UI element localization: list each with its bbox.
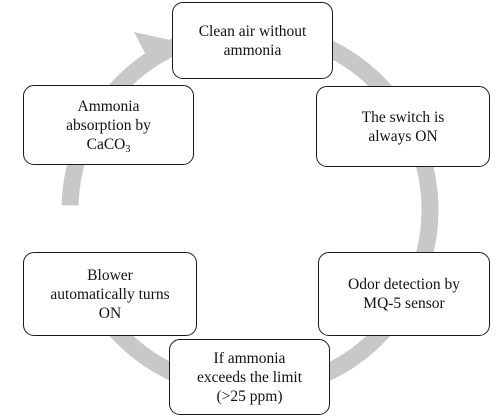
formula-subscript: 3 — [125, 143, 131, 155]
step-blower-on-line-1: Blower — [87, 266, 133, 284]
step-blower-on-line-3: ON — [98, 304, 122, 322]
step-clean-air-line-1: Clean air without — [198, 22, 307, 40]
step-blower-on-line-2: automatically turns — [50, 285, 170, 303]
step-odor-detection: Odor detection by MQ-5 sensor — [318, 252, 490, 336]
cycle-ring-track — [61, 21, 439, 399]
step-ammonia-absorption-line-2: absorption by — [66, 116, 151, 134]
step-odor-detection-line-1: Odor detection by — [348, 276, 460, 293]
step-limit-exceeded-line-2: exceeds the limit — [196, 368, 303, 386]
cycle-arrowhead — [134, 32, 170, 57]
step-clean-air-line-2: ammonia — [223, 41, 282, 59]
step-odor-detection-line-2: MQ-5 sensor — [363, 295, 445, 312]
step-clean-air: Clean air without ammonia — [172, 2, 333, 79]
step-ammonia-absorption-line-1: Ammonia — [77, 97, 140, 115]
formula-base: CaCO — [86, 135, 126, 153]
step-switch-on: The switch is always ON — [316, 86, 490, 167]
step-limit-exceeded-line-3: (>25 ppm) — [216, 387, 283, 405]
step-ammonia-absorption: Ammonia absorption by CaCO3 — [23, 85, 194, 165]
step-blower-on: Blower automatically turns ON — [23, 252, 197, 336]
step-ammonia-absorption-formula: CaCO3 — [86, 135, 131, 155]
step-switch-on-line-1: The switch is — [361, 108, 445, 126]
step-switch-on-line-2: always ON — [368, 127, 438, 145]
step-limit-exceeded: If ammonia exceeds the limit (>25 ppm) — [169, 339, 330, 415]
step-limit-exceeded-line-1: If ammonia — [213, 349, 286, 367]
